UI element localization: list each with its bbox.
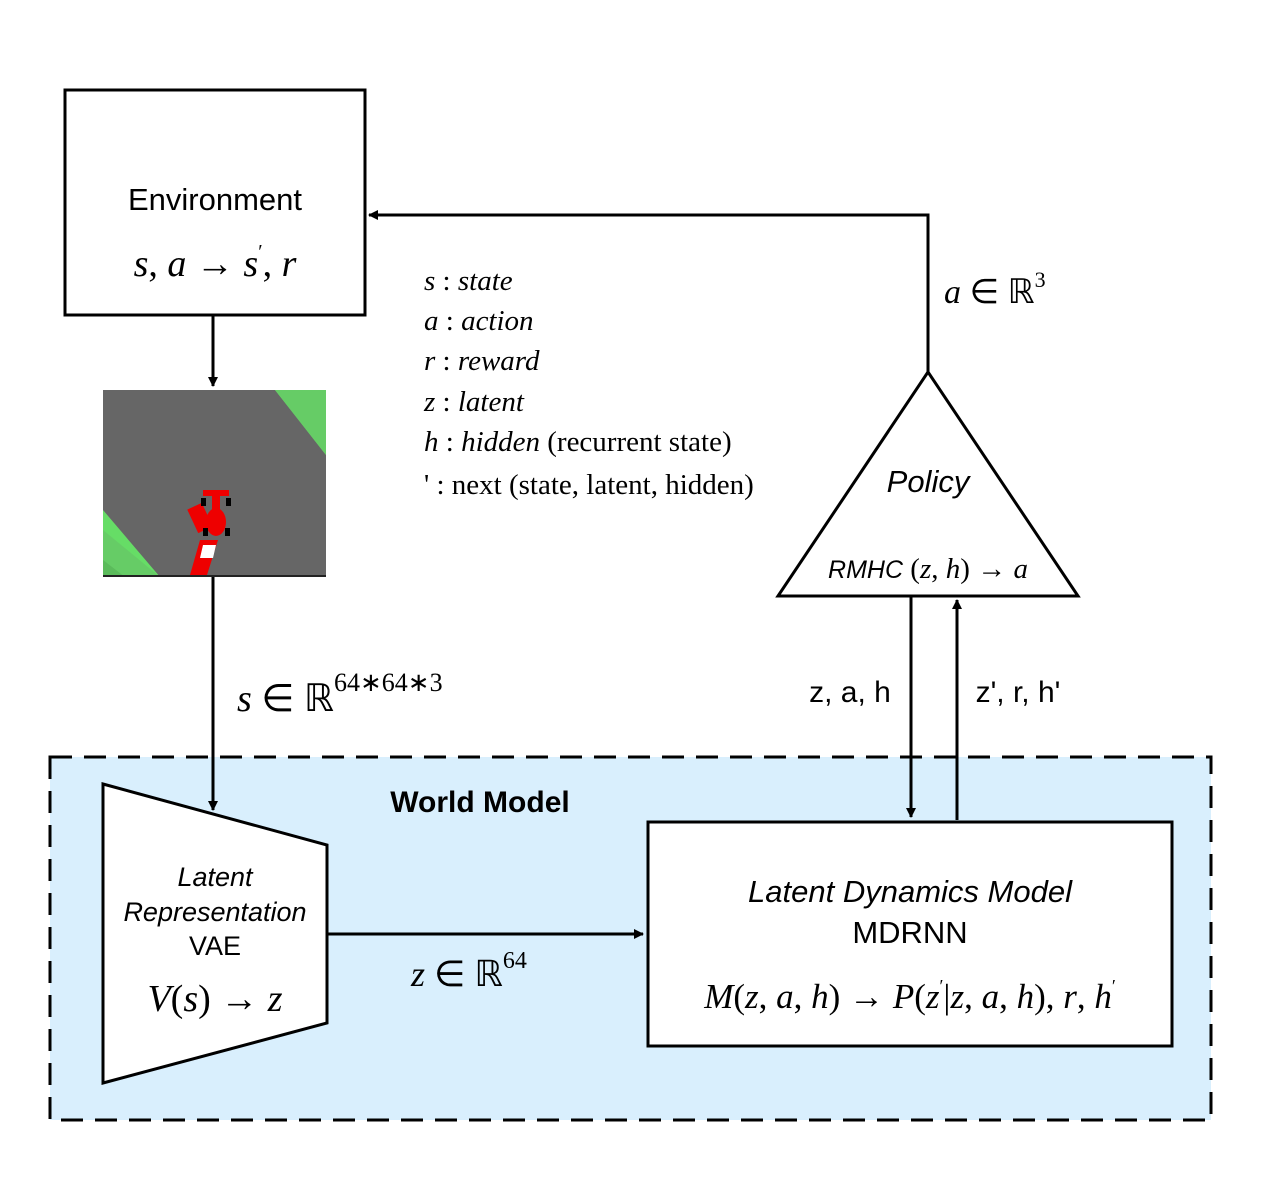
legend: s : state a : action r : reward z : late… xyxy=(423,265,754,501)
legend-item: a : action xyxy=(424,305,534,337)
environment-title: Environment xyxy=(128,182,302,217)
legend-item: s : state xyxy=(424,265,513,297)
action-space-label: a ∈ ℝ3 xyxy=(944,267,1046,311)
legend-item: z : latent xyxy=(423,386,525,418)
ldm-title: Latent Dynamics Model xyxy=(748,874,1073,909)
legend-item: ' : next (state, latent, hidden) xyxy=(424,469,754,501)
policy-title: Policy xyxy=(887,464,972,499)
legend-item: r : reward xyxy=(424,345,540,377)
legend-item: h : hidden (recurrent state) xyxy=(424,426,732,458)
car-icon xyxy=(187,490,231,536)
ldm-subtitle: MDRNN xyxy=(852,915,967,950)
environment-box: Environment s, a → s′, r xyxy=(63,88,367,317)
vae-line-1: Latent xyxy=(177,862,254,892)
latent-dynamics-model-box: Latent Dynamics Model MDRNN M(z, a, h) →… xyxy=(646,820,1174,1048)
policy-to-env-arrow xyxy=(368,210,930,372)
to-policy-label: z, a, h xyxy=(809,676,891,709)
environment-formula: s, a → s′, r xyxy=(134,241,297,285)
latent-space-label: z ∈ ℝ64 xyxy=(410,948,527,994)
ldm-formula: M(z, a, h) → P(z′|z, a, h), r, h′ xyxy=(703,976,1116,1016)
world-model-title: World Model xyxy=(390,786,569,819)
policy-formula: RMHC (z, h) → a xyxy=(828,553,1028,585)
policy-triangle: Policy RMHC (z, h) → a xyxy=(775,369,1081,598)
from-model-label: z', r, h' xyxy=(976,676,1061,709)
vae-line-2: Representation xyxy=(123,897,306,927)
vae-line-3: VAE xyxy=(189,931,241,961)
vae-trapezoid: Latent Representation VAE V(s) → z xyxy=(101,782,329,1085)
vae-formula: V(s) → z xyxy=(147,978,282,1020)
observation-space-label: s ∈ ℝ64∗64∗3 xyxy=(237,668,443,720)
car-racing-frame xyxy=(103,390,326,577)
